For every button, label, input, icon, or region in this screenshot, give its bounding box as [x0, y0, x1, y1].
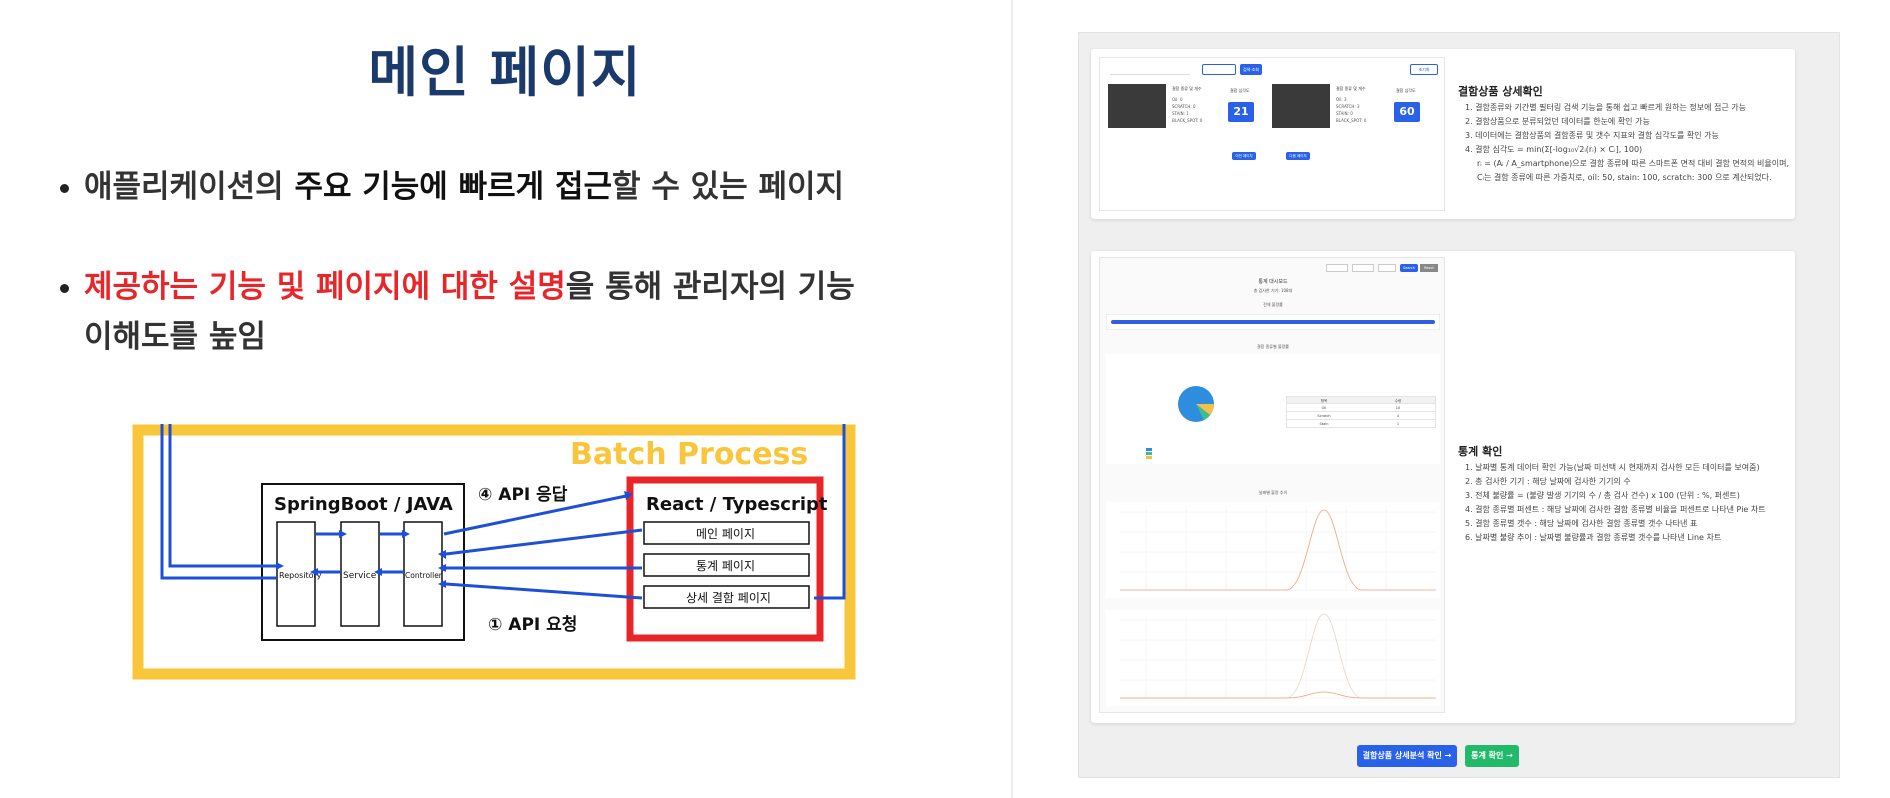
architecture-diagram: Batch Process SpringBoot / JAVA Reposito… — [132, 424, 856, 680]
page-box-main — [643, 521, 810, 545]
severity-score-2: 60 — [1394, 102, 1420, 122]
defect-card: 검색·조회 초기화 결함 종류 및 개수 Oil: 0 SCRATCH: 0 S… — [1091, 49, 1795, 219]
stats-section-list: 1. 날짜별 통계 데이터 확인 가능(날짜 미선택 시 현재까지 검사한 모든… — [1465, 463, 1766, 542]
severity-label-2: 결함 심각도 — [1396, 88, 1416, 93]
month-select[interactable] — [1352, 264, 1374, 272]
arrowheads — [276, 491, 633, 588]
pie-chart — [1146, 386, 1214, 459]
repository-box — [276, 521, 316, 627]
date-range-input[interactable] — [1110, 66, 1190, 75]
defect-detail-button[interactable]: 결함상품 상세분석 확인 → — [1357, 745, 1457, 767]
batch-label: Batch Process — [570, 437, 808, 472]
slide-title: 메인 페이지 — [368, 41, 642, 104]
api-response-label: ④ API 응답 — [478, 485, 568, 505]
dashboard-title: 통계 대시보드 — [1258, 279, 1288, 285]
table-row: Oil 10 — [1286, 404, 1436, 412]
defect-count-table: 항목 수량 Oil 10 Scratch 4 — [1286, 396, 1436, 428]
year-select[interactable] — [1326, 264, 1348, 272]
defect-image-1 — [1108, 84, 1166, 128]
bullet-dot — [60, 284, 69, 293]
dashboard-subtitle: 총 검사한 기기: 108대 — [1253, 288, 1293, 293]
bullet-1-highlight: 주요 기능에 빠르게 접근 — [294, 169, 613, 205]
bullet-1: 애플리케이션의 주요 기능에 빠르게 접근할 수 있는 페이지 — [60, 162, 1000, 212]
defect-legend-1: Oil: 0 SCRATCH: 0 STAIN: 1 BLACK_SPOT: 0 — [1172, 97, 1203, 123]
severity-score-1: 21 — [1228, 102, 1254, 122]
controller-label: Controller — [405, 571, 443, 580]
defect-section-list: 1. 결함종류와 기간별 필터링 검색 기능을 통해 쉽고 빠르게 원하는 정보… — [1465, 103, 1790, 182]
divider — [1011, 0, 1013, 798]
trend-chart-2 — [1106, 610, 1440, 706]
bullet-2-part2: 을 통해 관리자의 기능 — [565, 269, 855, 305]
trend-chart-label: 날짜별 불량 추이 — [1258, 490, 1288, 495]
bullet-2-highlight: 제공하는 기능 및 페이지에 대한 설명 — [84, 269, 566, 305]
day-select[interactable] — [1378, 264, 1396, 272]
page-box-detail — [643, 585, 810, 609]
bullet-dot — [60, 184, 69, 193]
stats-button[interactable]: 통계 확인 → — [1465, 745, 1519, 767]
line-chart-defect-rate — [1120, 508, 1436, 591]
table-row: Stain 1 — [1286, 420, 1436, 428]
severity-label-1: 결함 심각도 — [1230, 88, 1250, 93]
stats-card: Search Reset 통계 대시보드 총 검사한 기기: 108대 전체 불… — [1091, 251, 1795, 723]
next-page-button[interactable]: 다음 페이지 — [1286, 152, 1310, 160]
stats-preview: Search Reset 통계 대시보드 총 검사한 기기: 108대 전체 불… — [1099, 257, 1445, 713]
type-select[interactable] — [1202, 64, 1236, 75]
defect-image-2 — [1272, 84, 1330, 128]
stats-section-title: 통계 확인 — [1458, 445, 1503, 458]
defect-section-title: 결함상품 상세확인 — [1458, 85, 1543, 98]
page-label-main: 메인 페이지 — [696, 527, 755, 541]
line-chart-defect-count — [1120, 613, 1436, 699]
arrows — [160, 424, 846, 600]
page-label-stats: 통계 페이지 — [696, 559, 755, 573]
api-request-label: ① API 요청 — [488, 614, 577, 635]
page-label-detail: 상세 결함 페이지 — [686, 591, 771, 605]
overall-rate-label: 전체 불량률 — [1263, 302, 1283, 307]
reset-button[interactable]: 초기화 — [1410, 64, 1438, 75]
left-panel: 메인 페이지 애플리케이션의 주요 기능에 빠르게 접근할 수 있는 페이지 제… — [60, 41, 1000, 680]
bullet-2-part3: 이해도를 높임 — [84, 319, 266, 355]
defect-label-1: 결함 종류 및 개수 — [1172, 86, 1202, 91]
page-box-stats — [643, 553, 810, 577]
defect-preview: 검색·조회 초기화 결함 종류 및 개수 Oil: 0 SCRATCH: 0 S… — [1099, 57, 1445, 211]
react-label: React / Typescript — [646, 494, 828, 515]
pie-panel: 항목 수량 Oil 10 Scratch 4 — [1106, 354, 1440, 464]
search-button[interactable]: 검색·조회 — [1240, 64, 1262, 75]
pie-chart-label: 결함 종류별 불량률 — [1257, 344, 1289, 349]
batch-frame — [132, 424, 856, 680]
prev-page-button[interactable]: 이전 페이지 — [1232, 152, 1256, 160]
stats-search-button[interactable]: Search — [1400, 264, 1418, 272]
app-screenshot: 검색·조회 초기화 결함 종류 및 개수 Oil: 0 SCRATCH: 0 S… — [1078, 32, 1840, 778]
service-label: Service — [343, 571, 377, 581]
controller-box — [403, 521, 443, 627]
overall-rate-panel — [1106, 314, 1440, 330]
bullet-1-part1: 애플리케이션의 — [84, 169, 295, 205]
defect-legend-2: Oil: 3 SCRATCH: 3 STAIN: 0 BLACK_SPOT: 0 — [1336, 97, 1367, 123]
bullet-1-part3: 할 수 있는 페이지 — [612, 169, 845, 205]
trend-chart-1 — [1106, 502, 1440, 598]
springboot-label: SpringBoot / JAVA — [274, 494, 453, 515]
repository-label: Repository — [279, 571, 322, 580]
right-panel: 검색·조회 초기화 결함 종류 및 개수 Oil: 0 SCRATCH: 0 S… — [1013, 0, 1890, 798]
table-row: Scratch 4 — [1286, 412, 1436, 420]
overall-rate-bar — [1111, 320, 1435, 324]
defect-label-2: 결함 종류 및 개수 — [1336, 86, 1366, 91]
stats-reset-button[interactable]: Reset — [1420, 264, 1438, 272]
